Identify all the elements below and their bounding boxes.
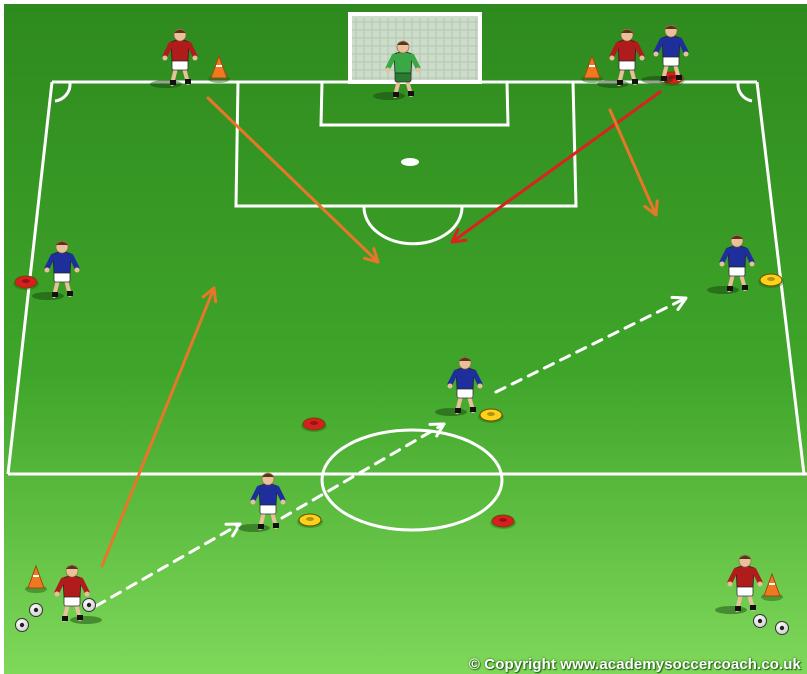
disc-marker-icon [297,514,323,528]
penalty-spot [401,158,419,166]
copyright-text: © Copyright www.academysoccercoach.co.uk [469,656,801,673]
ball-icon [83,599,96,612]
disc-marker-icon [478,409,504,423]
disc-marker-icon [758,274,784,288]
disc-marker-icon [301,418,327,432]
disc-marker-icon [13,276,39,290]
ball-icon [754,615,767,628]
disc-marker-icon [490,515,516,529]
goal-icon [350,14,480,82]
ball-icon [30,604,43,617]
ball-icon [16,619,29,632]
ball-icon [776,622,789,635]
grass [4,4,807,674]
